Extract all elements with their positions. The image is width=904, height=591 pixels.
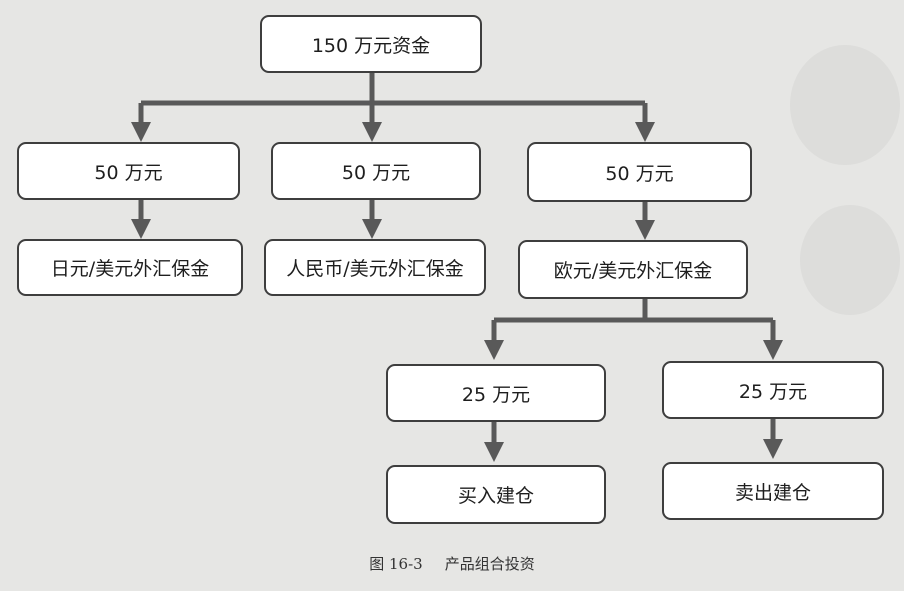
margin-node-jpy-usd: 日元/美元外汇保金 — [17, 239, 243, 296]
background-stain — [790, 45, 900, 165]
branch-node-mid: 50 万元 — [271, 142, 481, 200]
action-node-buy-open: 买入建仓 — [386, 465, 606, 524]
root-node: 150 万元资金 — [260, 15, 482, 73]
branch-node-left: 50 万元 — [17, 142, 240, 200]
figure-caption: 图 16-3 产品组合投资 — [0, 553, 904, 574]
split-node-buy: 25 万元 — [386, 364, 606, 422]
action-node-sell-open: 卖出建仓 — [662, 462, 884, 520]
figure-number: 图 16-3 — [369, 555, 423, 573]
branch-node-right: 50 万元 — [527, 142, 752, 202]
margin-node-cny-usd: 人民币/美元外汇保金 — [264, 239, 486, 296]
figure-title: 产品组合投资 — [444, 555, 535, 573]
background-stain — [800, 205, 900, 315]
split-node-sell: 25 万元 — [662, 361, 884, 419]
margin-node-eur-usd: 欧元/美元外汇保金 — [518, 240, 748, 299]
